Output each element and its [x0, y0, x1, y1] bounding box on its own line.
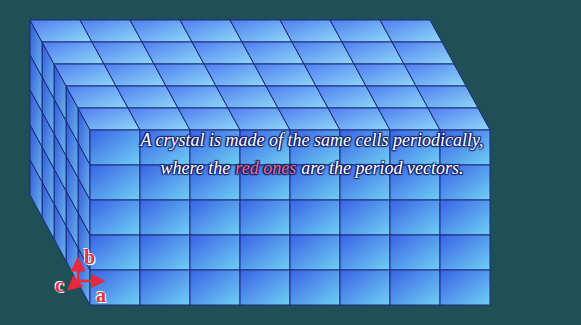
- cube-front: [190, 235, 240, 270]
- vector-label: a: [96, 284, 106, 307]
- cube-top: [392, 42, 454, 64]
- cube-front: [290, 270, 340, 305]
- cube-front: [440, 200, 490, 235]
- cube-top: [428, 108, 490, 130]
- cube-side: [66, 226, 78, 283]
- cube-front: [390, 235, 440, 270]
- cube-front: [390, 270, 440, 305]
- cube-front: [240, 200, 290, 235]
- cube-front: [140, 200, 190, 235]
- cube-top-face: [30, 20, 490, 130]
- cube-top: [416, 86, 478, 108]
- vector-label: c: [55, 274, 64, 297]
- cube-front: [290, 235, 340, 270]
- cube-front: [390, 200, 440, 235]
- cube-front: [440, 235, 490, 270]
- highlighted-text: red ones: [235, 158, 296, 179]
- cube-front: [190, 200, 240, 235]
- cube-top: [404, 64, 466, 86]
- cube-side: [42, 182, 54, 239]
- cube-front: [190, 270, 240, 305]
- cube-front: [90, 200, 140, 235]
- cube-front: [340, 200, 390, 235]
- cube-front-face: [90, 130, 490, 305]
- cube-front: [340, 235, 390, 270]
- caption-line-wrap: where thered onesare the period vectors.: [161, 158, 464, 179]
- cube-front: [90, 235, 140, 270]
- vector-c: [69, 281, 78, 289]
- cube-front: [90, 130, 140, 165]
- cube-front: [140, 270, 190, 305]
- caption-line: A crystal is made of the same cells peri…: [140, 130, 483, 151]
- cube-front: [140, 235, 190, 270]
- cube-front: [240, 235, 290, 270]
- cube-top: [380, 20, 442, 42]
- cube-side: [30, 160, 42, 217]
- cube-front: [90, 165, 140, 200]
- vector-b: [77, 259, 80, 281]
- cube-front: [440, 270, 490, 305]
- caption-text: are the period vectors.: [301, 158, 463, 179]
- cube-front: [290, 200, 340, 235]
- caption-text: where the: [161, 158, 231, 179]
- vector-label: b: [84, 246, 95, 269]
- cube-front: [240, 270, 290, 305]
- cube-front: [340, 270, 390, 305]
- cube-side: [54, 204, 66, 261]
- vector-a: [78, 280, 103, 283]
